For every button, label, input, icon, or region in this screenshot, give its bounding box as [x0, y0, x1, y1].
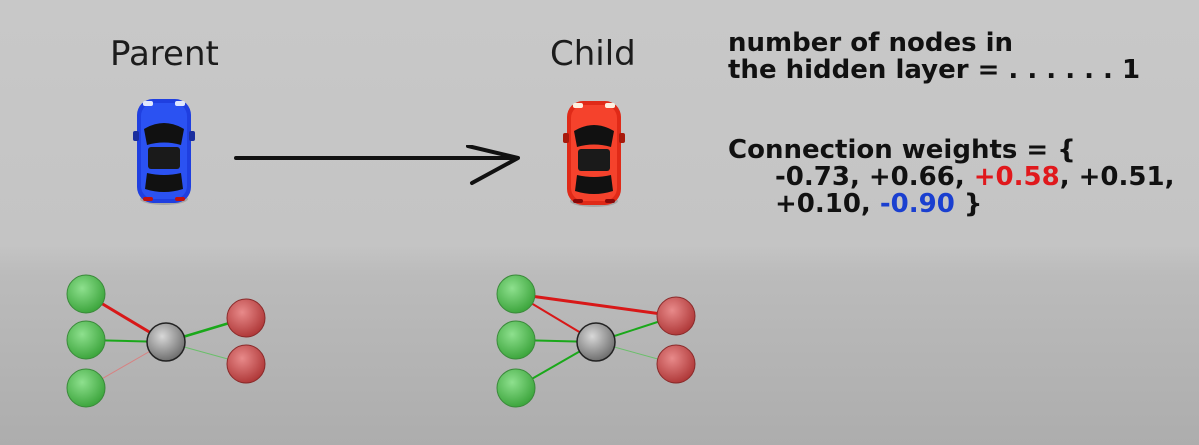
weight-2: +0.66, [868, 162, 965, 192]
output-node-2 [656, 344, 696, 384]
child-neural-network [496, 274, 696, 408]
output-node-1 [656, 296, 696, 336]
weight-6-highlighted: -0.90 [879, 189, 955, 219]
parent-car-icon [133, 99, 195, 205]
input-node-2 [66, 320, 106, 360]
hidden-layer-line-2: the hidden layer = . . . . . . 1 [728, 55, 1141, 85]
output-node-2 [226, 344, 266, 384]
weights-row-2: +0.10, -0.90 } [728, 191, 1174, 218]
input-node-3 [496, 368, 536, 408]
hidden-layer-info: number of nodes in the hidden layer = . … [728, 30, 1140, 84]
input-node-2 [496, 320, 536, 360]
parent-label: Parent [110, 34, 219, 74]
input-node-3 [66, 368, 106, 408]
weight-5: +0.10, [775, 189, 871, 219]
input-node-1 [66, 274, 106, 314]
weights-heading: Connection weights = { [728, 135, 1076, 165]
hidden-layer-line-1: number of nodes in [728, 28, 1014, 58]
hidden-node [146, 322, 186, 362]
weights-close: } [954, 189, 983, 219]
output-node-1 [226, 298, 266, 338]
arrow-parent-to-child [234, 145, 520, 185]
weight-3-highlighted: +0.58 [973, 162, 1060, 192]
child-label: Child [550, 34, 636, 74]
weight-4: , +0.51, [1059, 162, 1175, 192]
child-car-icon [563, 101, 625, 207]
edge-in1-out1 [515, 292, 677, 318]
weights-row-1: -0.73, +0.66, +0.58, +0.51, [728, 164, 1174, 191]
hidden-node [576, 322, 616, 362]
connection-weights: Connection weights = { -0.73, +0.66, +0.… [728, 137, 1174, 218]
input-node-1 [496, 274, 536, 314]
parent-neural-network [66, 274, 266, 408]
weight-1: -0.73, [775, 162, 860, 192]
